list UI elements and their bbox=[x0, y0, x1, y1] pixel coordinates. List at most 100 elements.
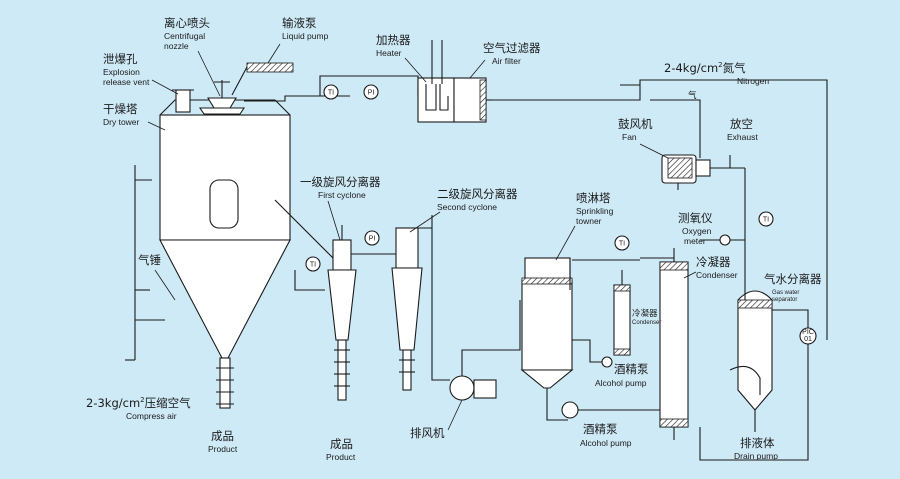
dry-tower bbox=[159, 89, 291, 409]
small-condenser: TI bbox=[572, 235, 640, 356]
condenser-main-en: Condenser bbox=[696, 270, 738, 280]
ti-label-return: TI bbox=[763, 217, 769, 224]
heater-zh: 加热器 bbox=[376, 33, 411, 47]
alcohol-pump-2-zh: 酒精泵 bbox=[583, 422, 618, 436]
label-air-hammer: 气锤 bbox=[138, 253, 176, 301]
oxygen-meter-group: TI bbox=[700, 211, 774, 246]
label-liquid-pump: 输液泵 Liquid pump bbox=[267, 16, 329, 64]
sight-glass bbox=[209, 179, 239, 229]
pi-label-cyclone: PI bbox=[369, 236, 376, 243]
label-fan: 鼓风机 Fan bbox=[618, 117, 669, 159]
compressed-air-zh: 压缩空气 bbox=[145, 396, 191, 410]
compressed-air-pre: 2-3kg/cm bbox=[86, 396, 140, 410]
explosion-vent-zh: 泄爆孔 bbox=[103, 52, 138, 66]
explosion-vent bbox=[175, 89, 191, 113]
label-exhaust: 放空 Exhaust bbox=[727, 117, 758, 142]
ti-circle-small-condenser bbox=[614, 235, 630, 251]
label-drain-pump: 排液体 Drain pump bbox=[734, 436, 778, 461]
exhaust-en: Exhaust bbox=[727, 132, 758, 142]
fan-en: Fan bbox=[622, 132, 637, 142]
ti-circle-return bbox=[758, 211, 774, 227]
label-condenser-main: 冷凝器 Condenser bbox=[683, 255, 738, 280]
drain-pump-zh: 排液体 bbox=[740, 436, 775, 450]
product-1-en: Product bbox=[208, 444, 238, 454]
dry-tower-en: Dry tower bbox=[103, 117, 140, 127]
explosion-vent-en1: Explosion bbox=[103, 67, 140, 77]
compressed-air-line bbox=[125, 165, 325, 361]
product-2-zh: 成品 bbox=[330, 437, 353, 451]
liquid-pump bbox=[231, 62, 294, 96]
ti-label-inlet: TI bbox=[328, 90, 334, 97]
gas-water-separator-en1: Gas water bbox=[772, 290, 799, 296]
centrifugal-nozzle-en1: Centrifugal bbox=[164, 31, 205, 41]
label-heater: 加热器 Heater bbox=[376, 33, 427, 83]
exhaust-zh: 放空 bbox=[730, 117, 753, 131]
tower-discharge bbox=[219, 357, 231, 409]
label-exhaust-fan: 排风机 bbox=[410, 399, 463, 440]
nitrogen-line-label: 气 bbox=[688, 90, 697, 100]
label-first-cyclone: 一级旋风分离器 First cyclone bbox=[300, 175, 381, 241]
ti-label-cyclone1: TI bbox=[310, 262, 316, 269]
air-filter-en: Air filter bbox=[492, 56, 521, 66]
gas-water-separator-zh: 气水分离器 bbox=[764, 272, 822, 286]
exhaust-fan-zh: 排风机 bbox=[410, 426, 445, 440]
exhaust-fan bbox=[431, 228, 521, 401]
oxygen-meter-en1: Oxygen bbox=[682, 226, 712, 236]
label-sprinkling-tower: 喷淋塔 Sprinkling towner bbox=[555, 191, 614, 261]
centrifugal-nozzle-en2: nozzle bbox=[164, 41, 189, 51]
fan bbox=[661, 154, 746, 290]
compressed-air-en: Compress air bbox=[126, 411, 177, 421]
label-alcohol-pump-2: 酒精泵 Alcohol pump bbox=[580, 422, 632, 448]
ti-circle-inlet bbox=[323, 84, 339, 100]
heater bbox=[417, 40, 455, 123]
oxygen-meter-zh: 测氧仪 bbox=[678, 211, 713, 225]
alcohol-pump-1 bbox=[572, 339, 613, 368]
alcohol-pump-2 bbox=[561, 401, 660, 419]
label-centrifugal-nozzle: 离心喷头 Centrifugal nozzle bbox=[164, 16, 221, 97]
condenser-small-en: Condenser bbox=[632, 320, 661, 326]
dry-tower-zh: 干燥塔 bbox=[103, 102, 138, 116]
compressed-air-text: 2-3kg/cm2压缩空气 bbox=[86, 396, 191, 410]
label-product-2: 成品 Product bbox=[326, 437, 356, 462]
nitrogen-en: Nitrogen bbox=[737, 76, 769, 86]
sprinkling-tower bbox=[520, 257, 574, 421]
label-condenser-small: 冷凝器 Condenser bbox=[632, 308, 661, 326]
product-1-zh: 成品 bbox=[211, 429, 234, 443]
gas-water-separator: PIC 01 bbox=[699, 290, 817, 461]
pi-label-inlet: PI bbox=[368, 90, 375, 97]
gas-water-separator-en2: separator bbox=[772, 297, 797, 303]
oxygen-meter-en2: meter bbox=[684, 236, 706, 246]
second-cyclone-zh: 二级旋风分离器 bbox=[437, 187, 518, 201]
nitrogen-text: 2-4kg/cm2氮气 bbox=[664, 61, 746, 75]
condenser-main-zh: 冷凝器 bbox=[696, 255, 731, 269]
label-nitrogen: 2-4kg/cm2氮气 Nitrogen 气 bbox=[664, 61, 769, 100]
nitrogen-sup: 2 bbox=[718, 61, 722, 69]
air-filter-zh: 空气过滤器 bbox=[483, 41, 541, 55]
label-product-1: 成品 Product bbox=[208, 429, 238, 454]
second-cyclone-en: Second cyclone bbox=[437, 202, 497, 212]
sprinkling-tower-en2: towner bbox=[576, 216, 602, 226]
pic-label: PIC bbox=[802, 329, 814, 336]
label-air-filter: 空气过滤器 Air filter bbox=[469, 41, 541, 79]
label-explosion-vent: 泄爆孔 Explosion release vent bbox=[103, 52, 179, 95]
label-gas-water-separator: 气水分离器 Gas water separator bbox=[764, 272, 822, 303]
centrifugal-nozzle bbox=[198, 80, 246, 115]
nitrogen-zh: 氮气 bbox=[723, 61, 746, 75]
ti-circle-cyclone1 bbox=[305, 256, 321, 272]
second-cyclone: PI bbox=[351, 215, 433, 391]
label-dry-tower: 干燥塔 Dry tower bbox=[103, 102, 166, 131]
inlet-instruments: TI PI bbox=[323, 84, 379, 100]
first-cyclone: TI bbox=[274, 199, 357, 401]
compressed-air-sup: 2 bbox=[140, 396, 144, 404]
pi-circle-cyclone bbox=[364, 230, 380, 246]
drain-pump-en: Drain pump bbox=[734, 451, 778, 461]
first-cyclone-zh: 一级旋风分离器 bbox=[300, 175, 381, 189]
liquid-pump-zh: 输液泵 bbox=[282, 16, 317, 30]
air-hammer-zh: 气锤 bbox=[138, 253, 161, 267]
first-cyclone-en: First cyclone bbox=[318, 190, 366, 200]
label-alcohol-pump-1: 酒精泵 Alcohol pump bbox=[595, 362, 649, 388]
pic-number: 01 bbox=[804, 336, 812, 343]
label-oxygen-meter: 测氧仪 Oxygen meter bbox=[678, 211, 713, 246]
nitrogen-line bbox=[486, 79, 828, 340]
